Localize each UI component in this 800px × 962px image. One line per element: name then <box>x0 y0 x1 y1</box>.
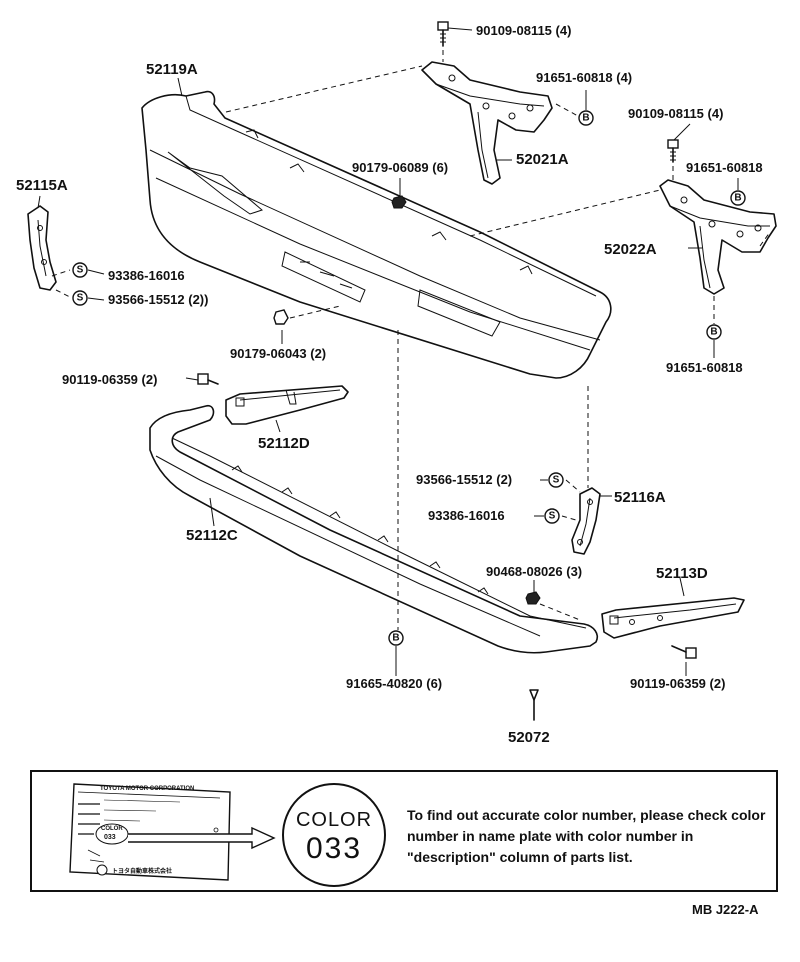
bolt-90119-right[interactable] <box>671 645 697 659</box>
color-code-badge: COLOR 033 <box>282 783 386 887</box>
callout-93386-right: 93386-16016 <box>428 508 505 523</box>
plate-maker: トヨタ自動車株式会社 <box>112 869 173 875</box>
callout-90179-06089: 90179-06089 (6) <box>352 160 448 175</box>
callout-52113D: 52113D <box>656 565 708 582</box>
nut-90468[interactable] <box>525 591 541 605</box>
callout-52072: 52072 <box>508 729 550 746</box>
clip-52072[interactable] <box>529 689 539 721</box>
callout-90179-06043: 90179-06043 (2) <box>230 346 326 361</box>
svg-text:S: S <box>549 511 556 522</box>
nut-90179-06089[interactable] <box>391 195 407 209</box>
svg-text:B: B <box>734 193 741 204</box>
callout-93386-left: 93386-16016 <box>108 268 185 283</box>
symbol-screw-93386-left: S <box>72 262 88 278</box>
callout-labels: 52119A 90109-08115 (4) 91651-60818 (4) 5… <box>16 23 763 746</box>
color-note-text: To find out accurate color number, pleas… <box>407 807 766 865</box>
svg-text:B: B <box>392 633 399 644</box>
svg-text:S: S <box>77 293 84 304</box>
callout-52119A: 52119A <box>146 61 198 78</box>
svg-text:B: B <box>710 327 717 338</box>
extension-52112D[interactable] <box>225 385 349 425</box>
color-note-box <box>30 770 778 892</box>
retainer-52116A[interactable] <box>571 487 601 555</box>
callout-91651-right-bottom: 91651-60818 <box>666 360 743 375</box>
symbol-bolt-91651-top: B <box>578 110 594 126</box>
bracket-52022A[interactable] <box>659 179 777 295</box>
extension-52113D[interactable] <box>601 597 745 639</box>
svg-text:S: S <box>553 475 560 486</box>
nut-90179-06043[interactable] <box>273 309 289 325</box>
callout-90109-right: 90109-08115 (4) <box>628 106 723 121</box>
callout-91665: 91665-40820 (6) <box>346 676 442 691</box>
callout-52022A: 52022A <box>604 241 657 258</box>
bolt-90109-top[interactable] <box>437 21 449 47</box>
symbol-screw-93566-left: S <box>72 290 88 306</box>
plate-color-number: 033 <box>104 834 116 841</box>
retainer-52115A[interactable] <box>27 205 57 291</box>
bracket-52021A[interactable] <box>421 61 553 185</box>
color-badge-word: COLOR <box>295 809 373 831</box>
callout-90119-left: 90119-06359 (2) <box>62 372 157 387</box>
symbol-bolt-91665: B <box>388 630 404 646</box>
callout-91651-right-top: 91651-60818 <box>686 160 763 175</box>
callout-93566-right: 93566-15512 (2) <box>416 472 512 487</box>
symbol-screw-93386-right: S <box>544 508 560 524</box>
callout-90119-right: 90119-06359 (2) <box>630 676 725 691</box>
callout-52112D: 52112D <box>258 435 310 452</box>
callout-52021A: 52021A <box>516 151 569 168</box>
callout-93566-left: 93566-15512 (2)) <box>108 292 208 307</box>
plate-header: TOYOTA MOTOR CORPORATION <box>100 786 195 792</box>
svg-text:S: S <box>77 265 84 276</box>
symbol-screw-93566-right: S <box>548 472 564 488</box>
leader-lines <box>37 27 739 676</box>
bolt-90119-left[interactable] <box>197 373 219 385</box>
symbol-bolt-91651-right-top: B <box>730 190 746 206</box>
color-badge-number: 033 <box>305 832 363 865</box>
diagram-code: MB J222-A <box>692 902 759 917</box>
callout-52115A: 52115A <box>16 177 68 194</box>
callout-52116A: 52116A <box>614 489 666 506</box>
name-plate-illustration <box>69 783 276 881</box>
spoiler-52112C[interactable] <box>149 404 599 654</box>
bumper-cover-52119A[interactable] <box>141 90 612 379</box>
callout-90468: 90468-08026 (3) <box>486 564 582 579</box>
plate-color-word: COLOR <box>101 826 123 832</box>
svg-text:B: B <box>582 113 589 124</box>
bolt-90109-right[interactable] <box>667 139 679 163</box>
assembly-lines <box>51 50 771 630</box>
callout-90109-top: 90109-08115 (4) <box>476 23 571 38</box>
callout-91651-top: 91651-60818 (4) <box>536 70 632 85</box>
symbol-bolt-91651-right-bottom: B <box>706 324 722 340</box>
callout-52112C: 52112C <box>186 527 238 544</box>
